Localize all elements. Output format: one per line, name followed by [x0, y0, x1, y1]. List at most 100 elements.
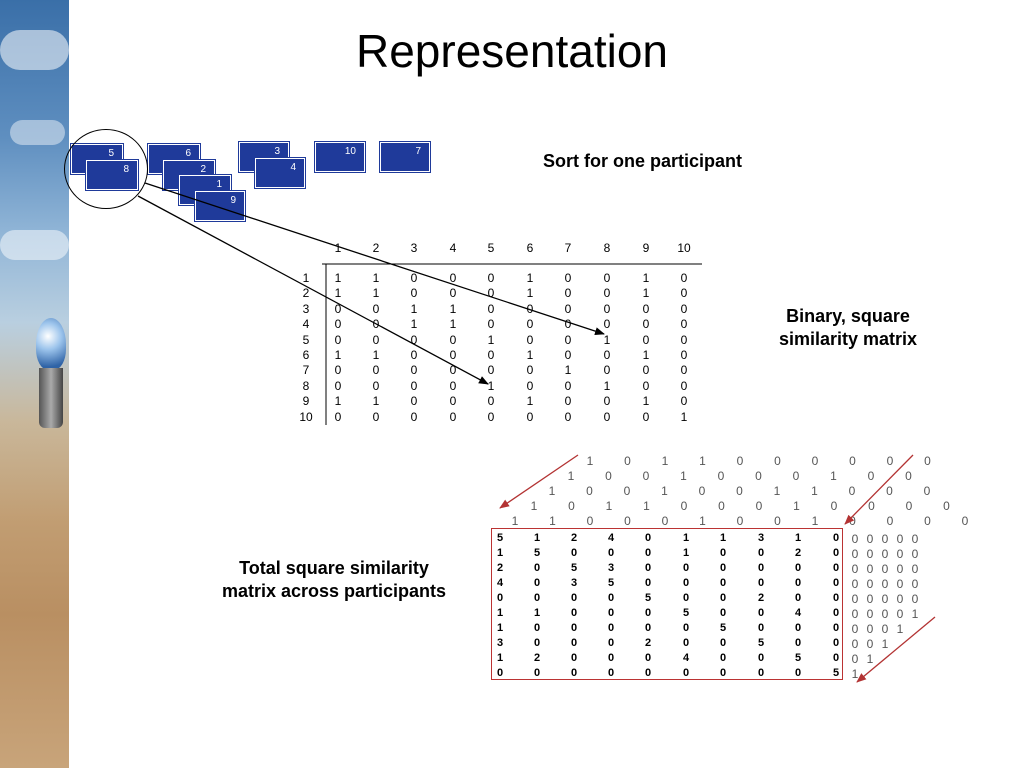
matrix-header-cell: 6 — [526, 241, 534, 255]
total-cell: 0 — [719, 592, 727, 604]
total-cell: 0 — [719, 577, 727, 589]
matrix-cell: 0 — [487, 301, 495, 316]
total-cell: 5 — [719, 622, 727, 634]
stacked-cell: 1 — [605, 499, 613, 513]
matrix-cell: 0 — [449, 348, 457, 362]
total-cell: 3 — [496, 637, 504, 649]
total-cell: 0 — [533, 562, 541, 574]
matrix-cell: 1 — [372, 348, 380, 362]
total-cell: 0 — [644, 652, 652, 664]
total-cell: 0 — [832, 637, 840, 649]
card-9: 9 — [195, 191, 245, 221]
total-cell: 0 — [719, 637, 727, 649]
stacked-cell: 0 — [642, 469, 650, 483]
stacked-cell: 0 — [698, 484, 706, 498]
total-cell: 3 — [607, 562, 615, 574]
stacked-cell: 1 — [699, 454, 706, 468]
total-cell: 0 — [570, 547, 578, 559]
side-cell: 0 — [881, 562, 889, 576]
matrix-row-label: 3 — [302, 301, 310, 316]
total-cell: 5 — [496, 532, 504, 544]
matrix-cell: 0 — [410, 394, 418, 409]
side-cell: 0 — [911, 592, 919, 606]
matrix-cell: 0 — [410, 286, 418, 301]
total-cell: 1 — [682, 547, 690, 559]
stacked-cell: 0 — [755, 469, 762, 483]
total-cell: 0 — [682, 592, 690, 604]
total-cell: 0 — [682, 562, 690, 574]
matrix-row-label: 7 — [302, 363, 310, 378]
total-cell: 4 — [496, 577, 504, 589]
total-cell: 0 — [533, 637, 541, 649]
matrix-cell: 0 — [449, 409, 457, 424]
side-cell: 0 — [851, 532, 859, 546]
matrix-cell: 0 — [487, 348, 495, 362]
light-bulb-icon — [36, 318, 66, 370]
side-cell: 0 — [911, 577, 919, 591]
card-7: 7 — [380, 142, 430, 172]
total-cell: 0 — [644, 607, 652, 619]
total-cell: 0 — [832, 607, 840, 619]
side-cell: 0 — [896, 592, 904, 606]
matrix-header-cell: 10 — [677, 241, 691, 255]
total-cell: 0 — [832, 532, 840, 544]
total-cell: 0 — [607, 547, 615, 559]
side-cell: 0 — [881, 532, 889, 546]
total-cell: 5 — [533, 547, 541, 559]
matrix-cell: 0 — [410, 332, 418, 347]
matrix-row-label: 8 — [302, 378, 310, 393]
matrix-row-label: 1 — [302, 271, 310, 285]
total-cell: 0 — [607, 667, 615, 679]
total-cell: 0 — [832, 652, 840, 664]
total-cell: 2 — [794, 547, 802, 559]
stacked-cell: 0 — [624, 454, 631, 468]
total-cell: 0 — [832, 547, 840, 559]
matrix-cell: 0 — [680, 301, 688, 316]
matrix-header-cell: 2 — [372, 241, 380, 255]
matrix-cell: 0 — [410, 378, 418, 393]
side-cell: 1 — [911, 607, 919, 621]
matrix-cell: 0 — [603, 317, 611, 332]
matrix-header-cell: 4 — [449, 241, 457, 255]
card-number: 7 — [415, 146, 421, 157]
total-cell: 0 — [832, 622, 840, 634]
stacked-cell: 1 — [680, 469, 687, 483]
stacked-cell: 0 — [586, 514, 594, 528]
matrix-cell: 0 — [487, 363, 495, 378]
matrix-row-label: 4 — [302, 317, 310, 332]
stacked-cell: 1 — [811, 484, 818, 498]
matrix-cell: 0 — [603, 363, 611, 378]
total-cell: 0 — [719, 667, 727, 679]
matrix-cell: 1 — [449, 317, 457, 332]
total-matrix-label: Total square similarity matrix across pa… — [221, 558, 447, 601]
total-cell: 4 — [607, 532, 615, 544]
matrix-row-label: 6 — [302, 348, 310, 362]
matrix-cell: 0 — [410, 271, 418, 285]
total-cell: 0 — [533, 622, 541, 634]
matrix-cell: 0 — [680, 348, 688, 362]
stacked-cell: 0 — [905, 499, 913, 513]
stacked-cell: 0 — [943, 499, 950, 513]
matrix-cell: 1 — [526, 348, 534, 362]
total-cell: 0 — [832, 577, 840, 589]
matrix-cell: 0 — [449, 286, 457, 301]
total-cell: 0 — [533, 667, 541, 679]
total-cell: 0 — [719, 652, 727, 664]
card-number: 9 — [230, 195, 236, 206]
matrix-cell: 0 — [487, 394, 495, 409]
matrix-cell: 0 — [603, 394, 611, 409]
total-cell: 0 — [832, 592, 840, 604]
total-cell: 0 — [832, 562, 840, 574]
matrix-cell: 0 — [526, 317, 534, 332]
arrow-line-lower — [137, 195, 489, 385]
matrix-cell: 1 — [680, 409, 688, 424]
matrix-cell: 1 — [372, 394, 380, 409]
total-cell: 0 — [757, 547, 765, 559]
stacked-cell: 0 — [623, 484, 631, 498]
matrix-cell: 0 — [372, 378, 380, 393]
stacked-cell: 0 — [905, 469, 912, 483]
matrix-cell: 0 — [642, 317, 650, 332]
total-cell: 0 — [570, 637, 578, 649]
side-cell: 0 — [896, 532, 904, 546]
stacked-cell: 1 — [699, 514, 706, 528]
